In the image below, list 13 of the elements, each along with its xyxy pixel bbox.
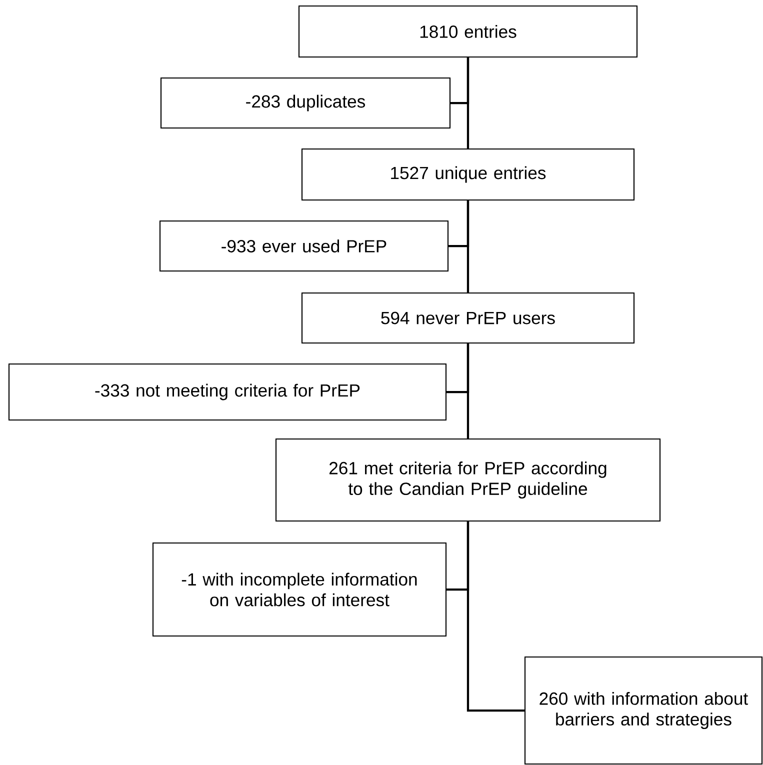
flow-box: -933 ever used PrEP: [159, 220, 449, 272]
flow-box: 594 never PrEP users: [301, 292, 635, 344]
connector-line: [466, 57, 470, 149]
flow-box: 261 met criteria for PrEP according to the Candian PrEP guideline: [275, 438, 661, 522]
flow-box: -283 duplicates: [160, 77, 451, 129]
flow-box: 1527 unique entries: [301, 148, 635, 201]
flow-box: -333 not meeting criteria for PrEP: [8, 363, 447, 421]
connector-line: [466, 200, 470, 293]
flow-box: 260 with information about barriers and strategies: [524, 656, 763, 765]
flow-box: -1 with incomplete information on variables of interest: [152, 542, 447, 637]
connector-line: [466, 521, 524, 712]
flow-box: 1810 entries: [298, 5, 638, 58]
connector-line: [466, 343, 470, 439]
